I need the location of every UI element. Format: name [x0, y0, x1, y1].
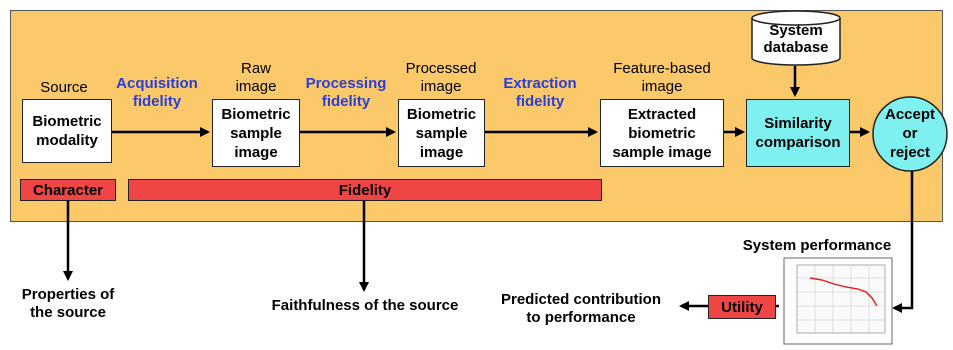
decision-circle	[872, 96, 948, 172]
utility-bar: Utility	[708, 295, 776, 319]
accept-or-reject-label: Accept or reject	[884, 106, 936, 161]
raw-image-label: Raw image	[235, 60, 277, 95]
fidelity-bar: Fidelity	[128, 179, 602, 201]
source-label: Source	[40, 79, 88, 96]
properties-of-source-label: Properties of the source	[21, 286, 115, 321]
processed-image-label: Processed image	[405, 60, 477, 95]
performance-curve	[809, 277, 878, 307]
extracted-sample-image-box: Extracted biometric sample image	[600, 99, 724, 167]
processing-fidelity-label: Processing fidelity	[305, 75, 387, 110]
processed-sample-image-box: Biometric sample image	[398, 99, 485, 167]
extraction-fidelity-label: Extraction fidelity	[503, 75, 577, 110]
similarity-comparison-box: Similarity comparison	[746, 99, 850, 167]
system-database-label: System database	[763, 22, 829, 56]
raw-sample-image-box: Biometric sample image	[212, 99, 300, 167]
faithfulness-of-source-label: Faithfulness of the source	[271, 297, 459, 314]
character-bar: Character	[20, 179, 116, 201]
feature-based-image-label: Feature-based image	[613, 60, 711, 95]
arrow-decision-to-performance	[892, 170, 914, 313]
system-performance-label: System performance	[742, 237, 892, 254]
acquisition-fidelity-label: Acquisition fidelity	[116, 75, 198, 110]
biometric-modality-box: Biometric modality	[22, 99, 112, 163]
database-icon	[751, 10, 841, 66]
predicted-contribution-label: Predicted contribution to performance	[500, 291, 661, 326]
performance-plot-thumbnail	[783, 257, 893, 345]
